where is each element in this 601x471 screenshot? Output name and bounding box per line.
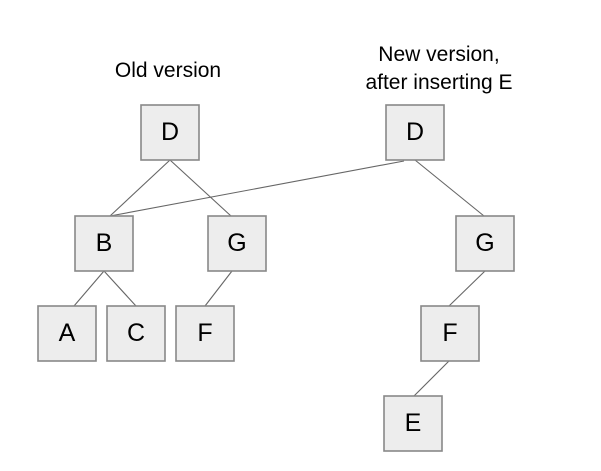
tree-edges-layer	[73, 159, 486, 397]
edge-G_old-to-F_old	[204, 270, 233, 307]
shared-subtree-edge	[109, 160, 405, 217]
edge-D_new-to-G_new	[414, 159, 485, 217]
new-version-title: New version, after inserting E	[365, 43, 512, 94]
tree-node-d-new-tree[interactable]: D	[385, 104, 445, 161]
node-box	[383, 395, 443, 452]
tree-node-f-new-tree[interactable]: F	[420, 305, 480, 362]
node-box	[74, 215, 134, 272]
node-box	[37, 305, 97, 362]
tree-node-b-old-tree[interactable]: B	[74, 215, 134, 272]
node-box	[207, 215, 267, 272]
tree-node-g-new-tree[interactable]: G	[455, 215, 515, 272]
node-box	[140, 104, 200, 161]
edge-B_old-to-A_old	[73, 270, 105, 307]
node-box	[385, 104, 445, 161]
old-version-title-line-1: Old version	[115, 59, 221, 82]
tree-node-f-old-tree[interactable]: F	[175, 305, 235, 362]
node-label: G	[227, 229, 246, 257]
node-label: C	[127, 319, 145, 347]
new-version-title-line-1: New version,	[378, 43, 499, 66]
tree-node-c-old-tree[interactable]: C	[106, 305, 166, 362]
tree-node-d-old-tree[interactable]: D	[140, 104, 200, 161]
node-label: E	[405, 409, 422, 437]
old-version-title: Old version	[115, 59, 221, 82]
node-label: A	[59, 319, 76, 347]
edge-G_new-to-F_new	[448, 270, 486, 307]
edge-D_old-to-B_old	[109, 159, 171, 217]
edge-B_old-to-C_old	[103, 270, 137, 307]
edge-D_old-to-G_old	[169, 159, 232, 217]
shared-edges-layer	[109, 160, 405, 217]
tree-nodes-layer: D B G A C F D G F E	[37, 104, 515, 452]
node-box	[455, 215, 515, 272]
edge-F_new-to-E_new	[413, 359, 451, 397]
tree-node-a-old-tree[interactable]: A	[37, 305, 97, 362]
node-label: F	[197, 319, 212, 347]
node-label: G	[475, 229, 494, 257]
panel-titles-layer: Old version New version, after inserting E	[115, 43, 513, 94]
node-label: D	[161, 118, 179, 146]
node-box	[175, 305, 235, 362]
node-box	[420, 305, 480, 362]
node-label: F	[442, 319, 457, 347]
tree-node-e-new-tree[interactable]: E	[383, 395, 443, 452]
node-label: B	[96, 229, 113, 257]
tree-node-g-old-tree[interactable]: G	[207, 215, 267, 272]
node-label: D	[406, 118, 424, 146]
new-version-title-line-2: after inserting E	[365, 71, 512, 94]
node-box	[106, 305, 166, 362]
